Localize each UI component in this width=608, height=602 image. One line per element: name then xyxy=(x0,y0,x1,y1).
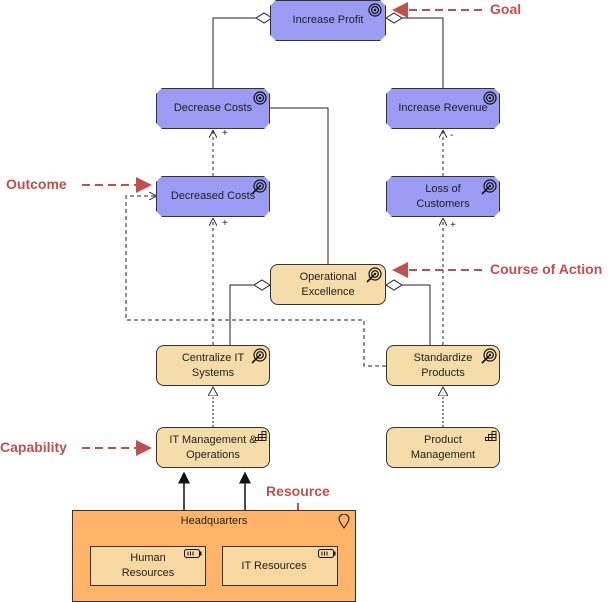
location-label: Headquarters xyxy=(180,515,248,527)
callout-resource: Resource xyxy=(266,483,330,499)
course-of-action-operational-excellence[interactable]: Operational Excellence xyxy=(270,264,386,305)
capability-centralize-it-systems[interactable]: Centralize IT Systems xyxy=(156,345,270,386)
outcome-label: Decreased Costs xyxy=(170,190,256,202)
influence-sign: - xyxy=(450,130,454,141)
resource-label: IT Resources xyxy=(241,559,307,572)
composition-centralize-to-opex xyxy=(229,279,271,345)
capability-grid-icon xyxy=(255,431,267,441)
influence-standardize-to-decreased xyxy=(125,196,386,367)
callout-goal: Goal xyxy=(490,1,522,17)
callout-course-of-action: Course of Action xyxy=(490,261,603,277)
outcome-decreased-costs[interactable]: Decreased Costs xyxy=(156,176,270,217)
composition-increase-revenue-to-profit xyxy=(385,12,444,88)
course-of-action-label: Operational Excellence xyxy=(299,270,357,298)
target-arrow-icon xyxy=(366,267,382,283)
capability-it-management-operations[interactable]: IT Management & Operations xyxy=(156,427,270,468)
resource-human-resources[interactable]: Human Resources xyxy=(90,546,206,586)
goal-label: Increase Revenue xyxy=(398,102,488,114)
capability-grid-icon xyxy=(485,431,497,441)
goal-label: Increase Profit xyxy=(292,14,364,26)
resource-it-resources[interactable]: IT Resources xyxy=(222,546,338,586)
composition-decrease-costs-to-profit xyxy=(212,12,273,88)
target-arrow-icon xyxy=(481,348,497,364)
callout-capability: Capability xyxy=(0,439,67,455)
influence-sign: + xyxy=(450,220,456,231)
target-icon xyxy=(368,3,382,17)
capability-standardize-products[interactable]: Standardize Products xyxy=(386,345,500,386)
battery-icon xyxy=(184,549,202,558)
goal-increase-revenue[interactable]: Increase Revenue xyxy=(386,88,500,129)
influence-sign: + xyxy=(222,218,228,229)
influence-sign: + xyxy=(222,128,228,139)
capability-label: Centralize IT Systems xyxy=(181,351,245,379)
goal-label: Decrease Costs xyxy=(173,102,253,114)
target-arrow-icon xyxy=(251,348,267,364)
target-arrow-icon xyxy=(481,179,497,195)
outcome-loss-of-customers[interactable]: Loss of Customers xyxy=(386,176,500,217)
target-arrow-icon xyxy=(251,179,267,195)
capability-label: IT Management & Operations xyxy=(169,433,257,461)
composition-standardize-to-opex xyxy=(385,279,431,345)
resource-label: Human Resources xyxy=(121,552,175,579)
location-pin-icon xyxy=(338,514,350,529)
outcome-label: Loss of Customers xyxy=(416,182,470,210)
target-icon xyxy=(483,91,497,105)
capability-label: Standardize Products xyxy=(413,351,473,379)
link-opex-to-decrease-costs xyxy=(270,107,329,264)
target-icon xyxy=(253,91,267,105)
capability-product-management[interactable]: Product Management xyxy=(386,427,500,468)
goal-decrease-costs[interactable]: Decrease Costs xyxy=(156,88,270,129)
callout-outcome: Outcome xyxy=(6,176,67,192)
goal-increase-profit[interactable]: Increase Profit xyxy=(270,0,386,41)
battery-icon xyxy=(318,549,336,558)
capability-label: Product Management xyxy=(410,433,476,461)
